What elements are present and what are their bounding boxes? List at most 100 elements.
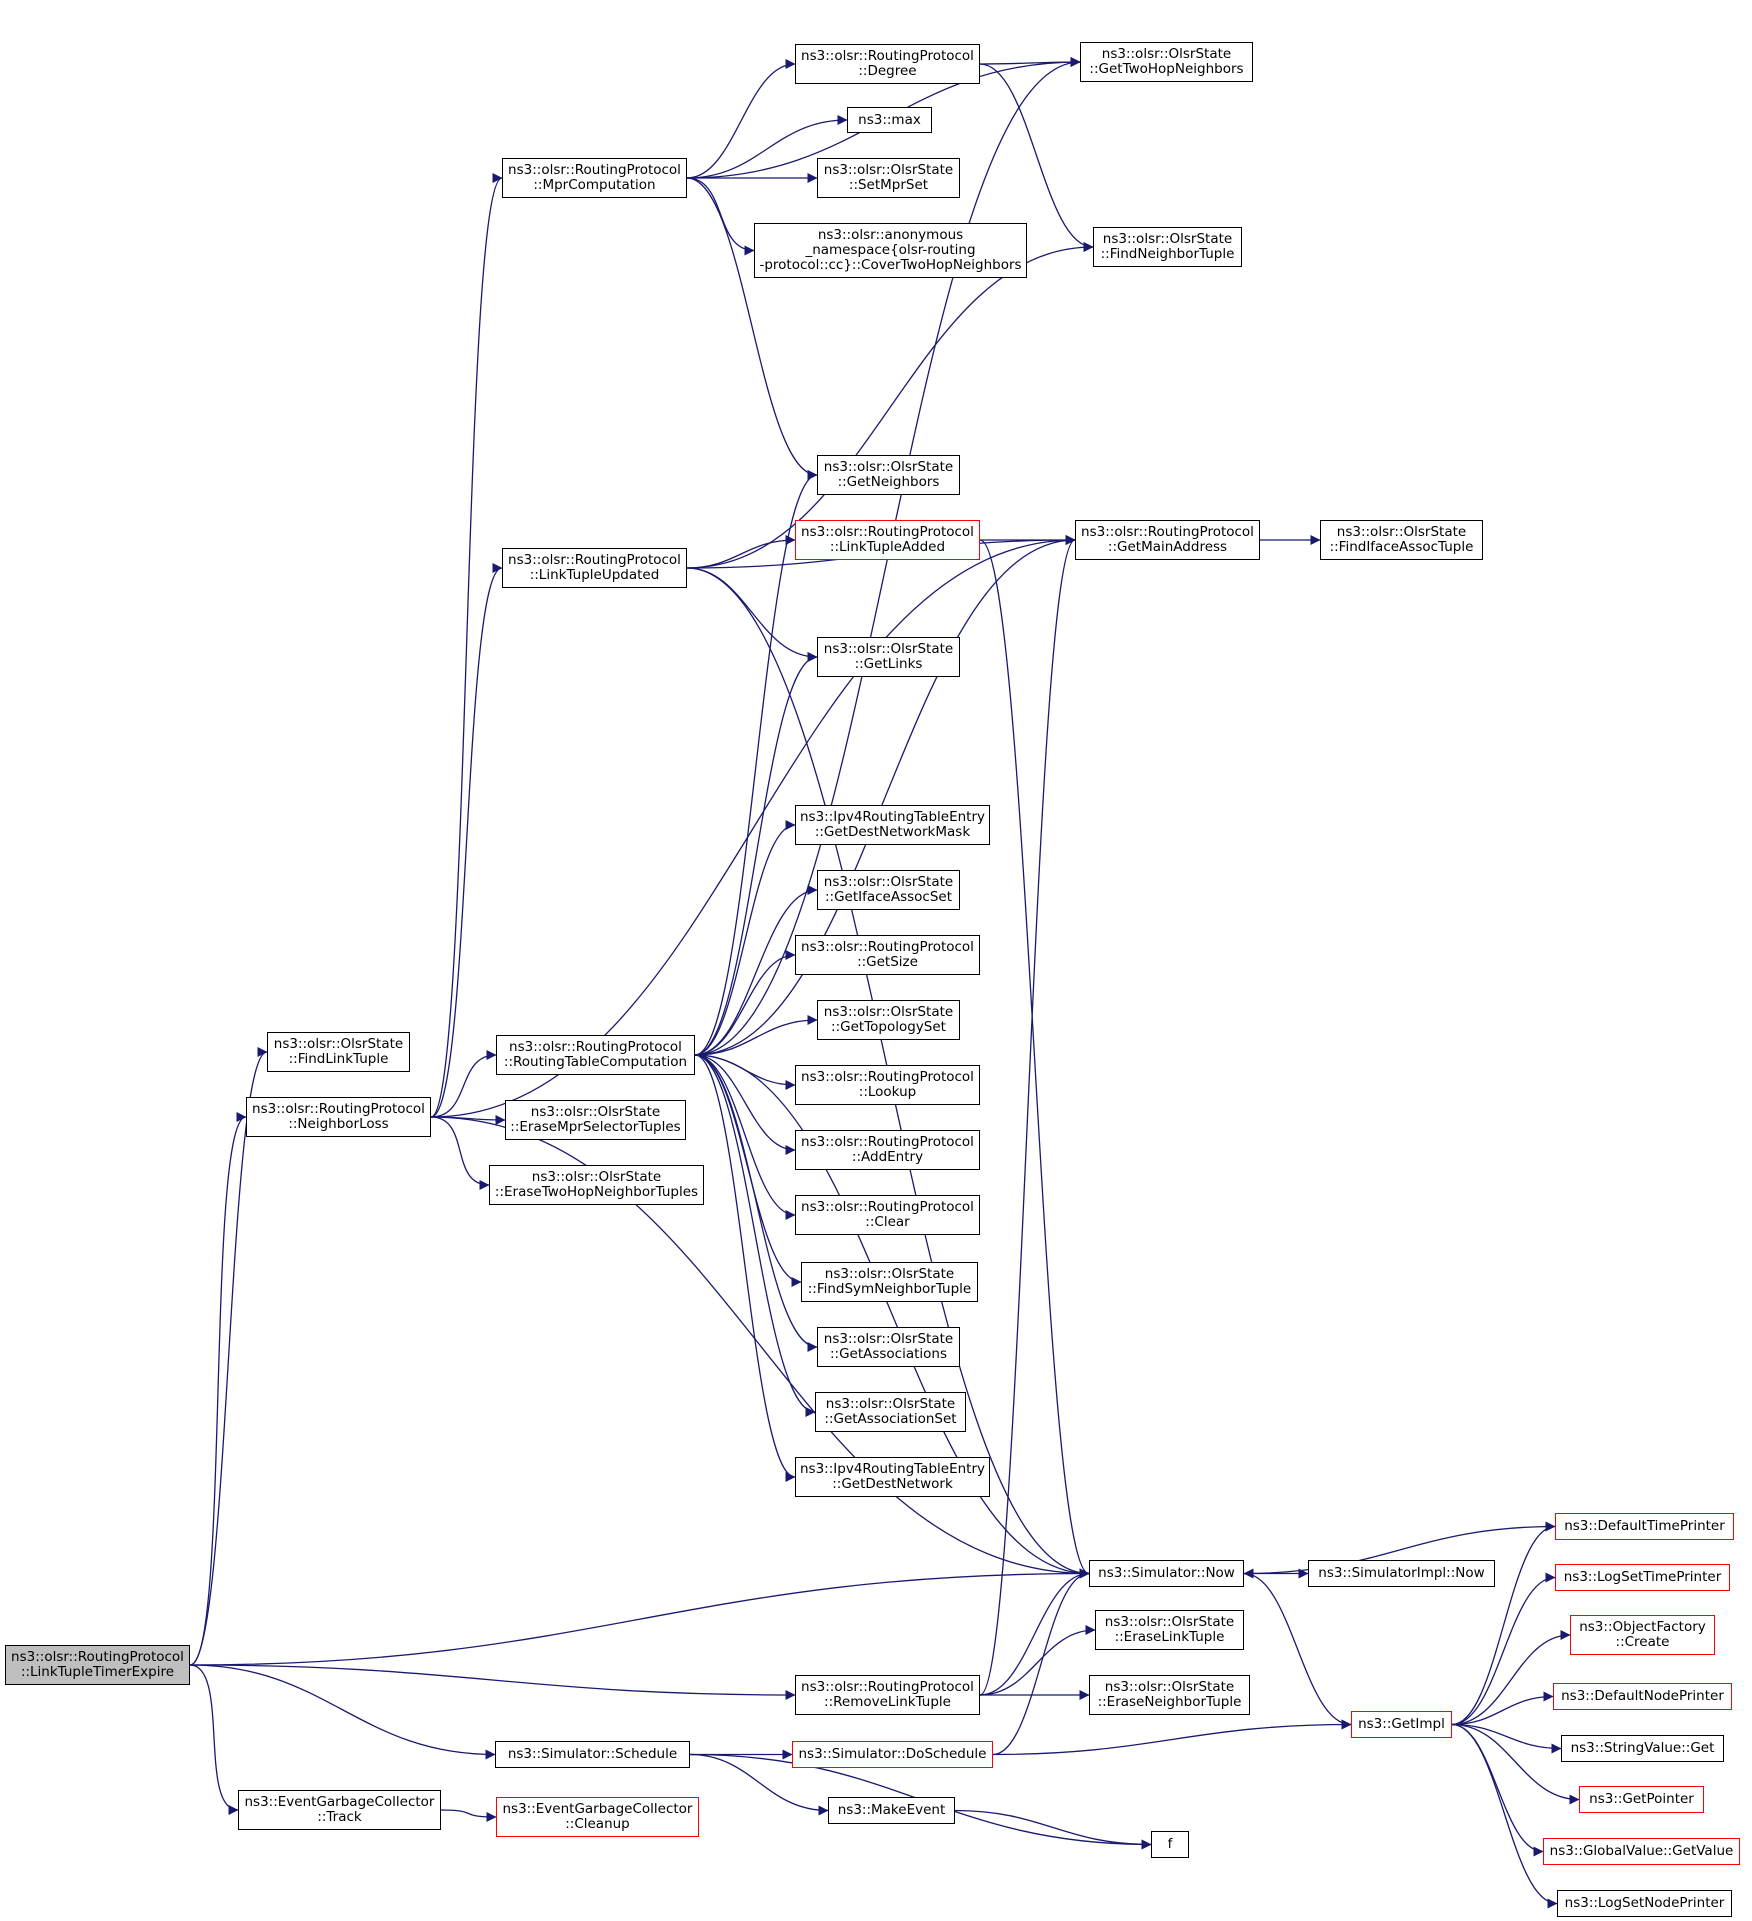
node-cover-two-hop-neighbors[interactable]: ns3::olsr::anonymous_namespace{olsr-rout… xyxy=(754,223,1027,278)
node-label-line: ns3::olsr::RoutingProtocol xyxy=(11,1649,184,1665)
node-f[interactable]: f xyxy=(1151,1831,1189,1858)
node-get-main-address[interactable]: ns3::olsr::RoutingProtocol::GetMainAddre… xyxy=(1075,520,1260,560)
node-find-iface-assoc-tuple[interactable]: ns3::olsr::OlsrState::FindIfaceAssocTupl… xyxy=(1320,520,1483,560)
node-label-line: ::FindIfaceAssocTuple xyxy=(1329,539,1474,555)
node-add-entry[interactable]: ns3::olsr::RoutingProtocol::AddEntry xyxy=(795,1130,980,1170)
edge-simulator-now-to-get-impl xyxy=(1243,1572,1352,1730)
edge-neighbor-loss-to-mpr-computation xyxy=(430,173,503,1118)
edge-mpr-computation-to-degree xyxy=(686,59,796,179)
node-erase-mpr-selector-tuples[interactable]: ns3::olsr::OlsrState::EraseMprSelectorTu… xyxy=(505,1100,686,1140)
node-label-line: ::EraseLinkTuple xyxy=(1114,1629,1225,1645)
edge-make-event-to-f xyxy=(954,1809,1152,1850)
node-simulator-do-schedule[interactable]: ns3::Simulator::DoSchedule xyxy=(792,1741,993,1768)
node-label-line: ns3::olsr::OlsrState xyxy=(823,1331,954,1347)
node-get-neighbors[interactable]: ns3::olsr::OlsrState::GetNeighbors xyxy=(817,455,960,495)
edge-routing-table-computation-to-get-main-address xyxy=(694,535,1076,1056)
node-get-two-hop-neighbors[interactable]: ns3::olsr::OlsrState::GetTwoHopNeighbors xyxy=(1080,42,1253,82)
node-label-line: ns3::olsr::OlsrState xyxy=(530,1104,661,1120)
node-event-gc-track[interactable]: ns3::EventGarbageCollector::Track xyxy=(238,1790,441,1830)
node-label-line: ns3::Simulator::DoSchedule xyxy=(798,1746,987,1762)
node-label-line: ::Cleanup xyxy=(565,1816,630,1832)
node-label-line: ns3::olsr::OlsrState xyxy=(825,1396,956,1412)
node-link-tuple-timer-expire[interactable]: ns3::olsr::RoutingProtocol::LinkTupleTim… xyxy=(5,1645,190,1685)
node-get-pointer[interactable]: ns3::GetPointer xyxy=(1579,1786,1704,1813)
node-label-line: ::FindNeighborTuple xyxy=(1100,246,1235,262)
node-label-line: ns3::olsr::RoutingProtocol xyxy=(801,1134,974,1150)
node-label-line: ns3::olsr::anonymous xyxy=(817,227,964,243)
node-erase-neighbor-tuple[interactable]: ns3::olsr::OlsrState::EraseNeighborTuple xyxy=(1089,1675,1250,1715)
node-label-line: ns3::GetImpl xyxy=(1358,1716,1445,1732)
node-link-tuple-updated[interactable]: ns3::olsr::RoutingProtocol::LinkTupleUpd… xyxy=(502,548,687,588)
node-simulator-now[interactable]: ns3::Simulator::Now xyxy=(1089,1560,1244,1587)
node-label-line: ns3::olsr::RoutingProtocol xyxy=(1081,524,1254,540)
node-neighbor-loss[interactable]: ns3::olsr::RoutingProtocol::NeighborLoss xyxy=(246,1097,431,1137)
node-global-value-get-value[interactable]: ns3::GlobalValue::GetValue xyxy=(1543,1838,1740,1865)
node-get-iface-assoc-set[interactable]: ns3::olsr::OlsrState::GetIfaceAssocSet xyxy=(817,870,960,910)
edge-routing-table-computation-to-get-associations xyxy=(694,1054,818,1352)
node-get-dest-network-mask[interactable]: ns3::Ipv4RoutingTableEntry::GetDestNetwo… xyxy=(795,805,990,845)
node-remove-link-tuple[interactable]: ns3::olsr::RoutingProtocol::RemoveLinkTu… xyxy=(795,1675,980,1715)
edge-routing-table-computation-to-get-neighbors xyxy=(694,470,818,1056)
edge-neighbor-loss-to-routing-table-computation xyxy=(430,1050,497,1118)
node-label-line: ::GetTopologySet xyxy=(831,1019,946,1035)
node-label-line: ns3::olsr::RoutingProtocol xyxy=(801,939,974,955)
node-degree[interactable]: ns3::olsr::RoutingProtocol::Degree xyxy=(795,44,980,84)
node-erase-two-hop-neighbor-tuples[interactable]: ns3::olsr::OlsrState::EraseTwoHopNeighbo… xyxy=(489,1165,704,1205)
edge-link-tuple-timer-expire-to-simulator-now xyxy=(189,1568,1090,1666)
node-get-topology-set[interactable]: ns3::olsr::OlsrState::GetTopologySet xyxy=(817,1000,960,1040)
node-label-line: ns3::olsr::OlsrState xyxy=(1102,231,1233,247)
node-label-line: ::Degree xyxy=(858,63,917,79)
node-make-event[interactable]: ns3::MakeEvent xyxy=(828,1797,955,1824)
edge-get-impl-to-get-pointer xyxy=(1451,1723,1580,1805)
node-label-line: ::RemoveLinkTuple xyxy=(824,1694,951,1710)
edge-simulator-do-schedule-to-simulator-now xyxy=(992,1568,1090,1756)
node-get-associations[interactable]: ns3::olsr::OlsrState::GetAssociations xyxy=(817,1327,960,1367)
node-event-gc-cleanup[interactable]: ns3::EventGarbageCollector::Cleanup xyxy=(496,1797,699,1837)
edge-link-tuple-timer-expire-to-neighbor-loss xyxy=(189,1112,247,1666)
node-label-line: f xyxy=(1167,1836,1173,1852)
node-get-impl[interactable]: ns3::GetImpl xyxy=(1351,1711,1452,1738)
node-label-line: ::EraseMprSelectorTuples xyxy=(510,1119,681,1135)
node-link-tuple-added[interactable]: ns3::olsr::RoutingProtocol::LinkTupleAdd… xyxy=(795,520,980,560)
node-simulator-schedule[interactable]: ns3::Simulator::Schedule xyxy=(495,1741,690,1768)
node-label-line: ns3::Simulator::Schedule xyxy=(507,1746,678,1762)
node-find-link-tuple[interactable]: ns3::olsr::OlsrState::FindLinkTuple xyxy=(267,1032,410,1072)
node-label-line: ns3::GlobalValue::GetValue xyxy=(1549,1843,1734,1859)
node-erase-link-tuple[interactable]: ns3::olsr::OlsrState::EraseLinkTuple xyxy=(1095,1610,1244,1650)
node-label-line: ns3::olsr::OlsrState xyxy=(1101,46,1232,62)
node-get-size[interactable]: ns3::olsr::RoutingProtocol::GetSize xyxy=(795,935,980,975)
node-label-line: ::GetTwoHopNeighbors xyxy=(1089,61,1244,77)
edge-link-tuple-timer-expire-to-remove-link-tuple xyxy=(189,1664,796,1700)
edge-remove-link-tuple-to-simulator-now xyxy=(979,1568,1090,1696)
node-object-factory-create[interactable]: ns3::ObjectFactory::Create xyxy=(1570,1615,1715,1655)
node-get-dest-network[interactable]: ns3::Ipv4RoutingTableEntry::GetDestNetwo… xyxy=(795,1457,990,1497)
node-find-neighbor-tuple[interactable]: ns3::olsr::OlsrState::FindNeighborTuple xyxy=(1093,227,1242,267)
node-get-association-set[interactable]: ns3::olsr::OlsrState::GetAssociationSet xyxy=(815,1392,966,1432)
node-label-line: ::GetDestNetwork xyxy=(832,1476,953,1492)
node-default-time-printer[interactable]: ns3::DefaultTimePrinter xyxy=(1555,1513,1734,1540)
node-log-set-node-printer[interactable]: ns3::LogSetNodePrinter xyxy=(1557,1890,1732,1917)
node-lookup[interactable]: ns3::olsr::RoutingProtocol::Lookup xyxy=(795,1065,980,1105)
edge-get-impl-to-string-value-get xyxy=(1451,1723,1562,1754)
node-mpr-computation[interactable]: ns3::olsr::RoutingProtocol::MprComputati… xyxy=(502,158,687,198)
edge-neighbor-loss-to-erase-two-hop-neighbor-tuples xyxy=(430,1116,490,1190)
node-default-node-printer[interactable]: ns3::DefaultNodePrinter xyxy=(1553,1683,1732,1710)
node-find-sym-neighbor-tuple[interactable]: ns3::olsr::OlsrState::FindSymNeighborTup… xyxy=(801,1262,978,1302)
node-label-line: ::Lookup xyxy=(858,1084,917,1100)
node-set-mpr-set[interactable]: ns3::olsr::OlsrState::SetMprSet xyxy=(817,158,960,198)
node-simulator-impl-now[interactable]: ns3::SimulatorImpl::Now xyxy=(1308,1560,1495,1587)
node-label-line: ns3::olsr::OlsrState xyxy=(531,1169,662,1185)
edge-link-tuple-updated-to-link-tuple-added xyxy=(686,535,796,569)
edge-get-impl-to-default-node-printer xyxy=(1451,1691,1554,1726)
node-label-line: ns3::olsr::RoutingProtocol xyxy=(252,1101,425,1117)
node-routing-table-computation[interactable]: ns3::olsr::RoutingProtocol::RoutingTable… xyxy=(496,1035,695,1075)
node-label-line: ::GetLinks xyxy=(854,656,923,672)
node-label-line: ::GetIfaceAssocSet xyxy=(824,889,953,905)
node-max[interactable]: ns3::max xyxy=(847,107,932,133)
node-label-line: ns3::olsr::RoutingProtocol xyxy=(801,524,974,540)
node-string-value-get[interactable]: ns3::StringValue::Get xyxy=(1561,1735,1724,1762)
node-log-set-time-printer[interactable]: ns3::LogSetTimePrinter xyxy=(1555,1564,1730,1591)
node-get-links[interactable]: ns3::olsr::OlsrState::GetLinks xyxy=(817,637,960,677)
node-clear[interactable]: ns3::olsr::RoutingProtocol::Clear xyxy=(795,1195,980,1235)
edge-routing-table-computation-to-get-topology-set xyxy=(694,1015,818,1056)
